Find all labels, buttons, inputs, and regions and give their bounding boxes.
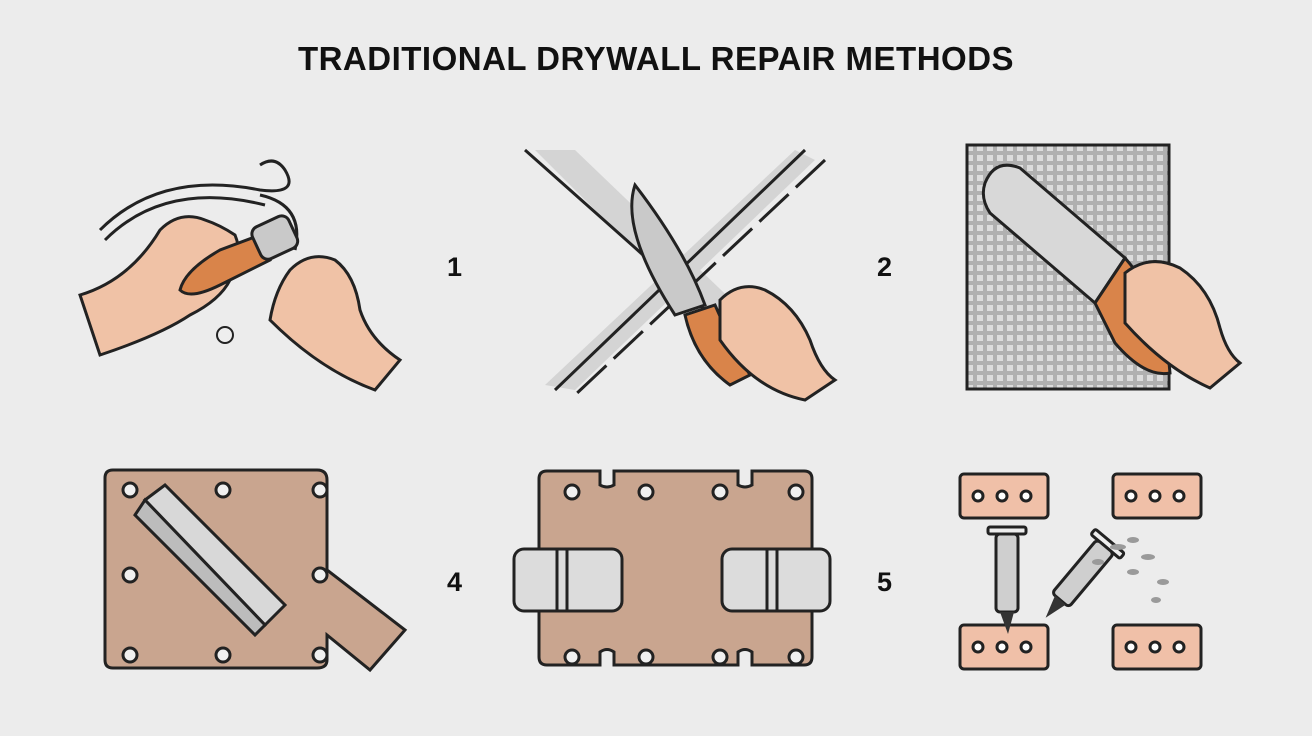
motion-line-icon <box>98 159 291 232</box>
step-number-4: 4 <box>447 567 463 597</box>
knife-blade-icon <box>630 181 707 317</box>
page-title: TRADITIONAL DRYWALL REPAIR METHODS <box>297 40 1015 77</box>
screw-holes <box>563 483 805 666</box>
drywall-board-icon <box>537 469 814 667</box>
step-number-2: 2 <box>877 252 893 282</box>
dust-particles-icon <box>1092 537 1169 603</box>
screw-holes <box>121 481 329 664</box>
sanding-tool-cap-icon <box>250 214 300 261</box>
hand-icon <box>1123 260 1243 390</box>
screw-vertical-icon <box>986 525 1028 634</box>
step-number-5: 5 <box>877 567 893 597</box>
illustration-screws-and-blocks <box>958 472 1208 672</box>
step-number-1: 1 <box>447 252 463 282</box>
hand-icon <box>718 285 838 402</box>
illustration-board-with-clips <box>512 467 832 672</box>
illustration-putty-knife-on-mesh <box>965 143 1243 393</box>
illustration-hand-sanding <box>70 150 410 392</box>
left-hand-icon <box>78 215 241 357</box>
illustration-straightedge-on-board <box>103 468 408 673</box>
illustration-knife-cutting-tape <box>515 140 838 402</box>
right-hand-icon <box>268 255 403 392</box>
debris-icon <box>216 326 234 344</box>
screw-angled-icon <box>1045 528 1126 618</box>
